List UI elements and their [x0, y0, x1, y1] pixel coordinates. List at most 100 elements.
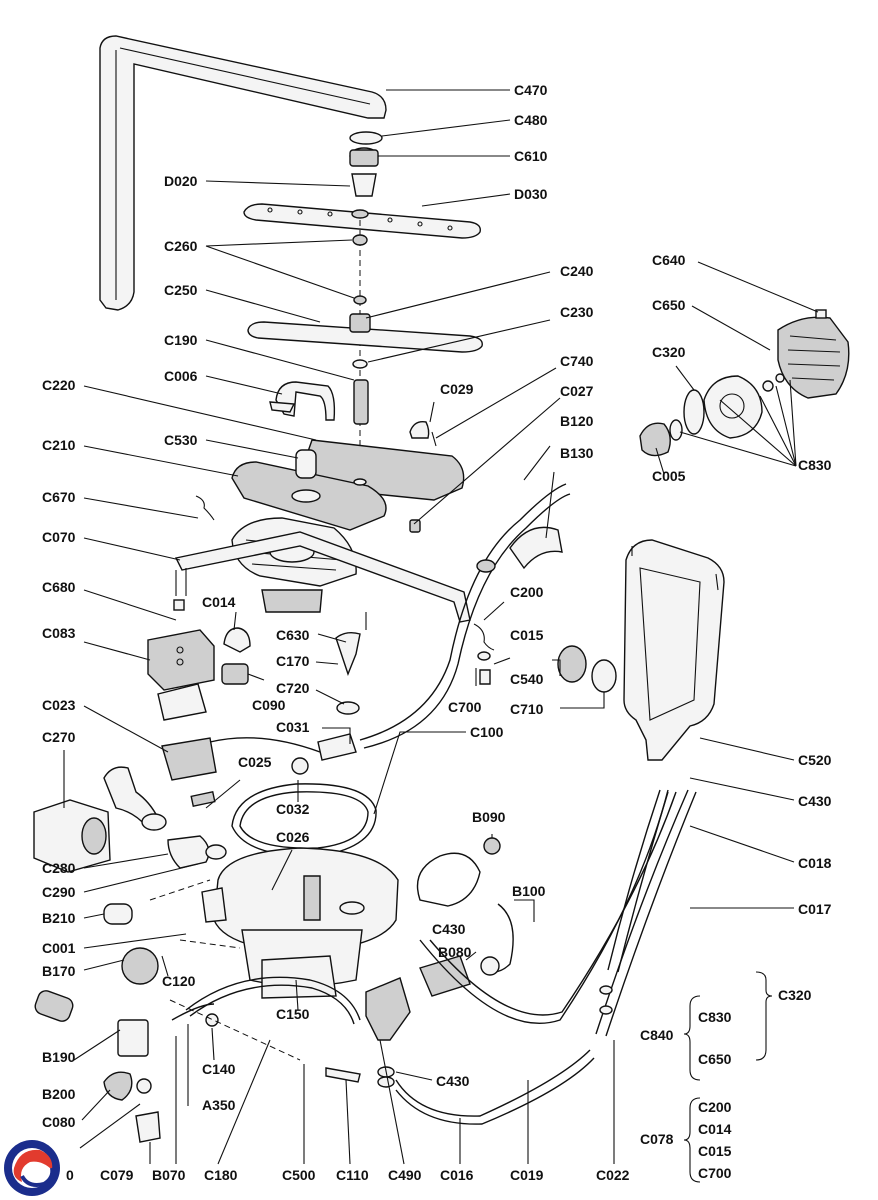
label-c100: C100 [470, 724, 504, 740]
label-c240: C240 [560, 263, 594, 279]
label-b210: B210 [42, 910, 76, 926]
label-c078: C078 [640, 1131, 674, 1147]
label-c650-brace: C650 [698, 1051, 732, 1067]
label-c700-brace: C700 [698, 1165, 732, 1181]
label-c260: C260 [164, 238, 198, 254]
heater-b090-part [416, 852, 481, 907]
label-c014: C014 [202, 594, 236, 610]
leader-lines [63, 89, 819, 1165]
label-d030: D030 [514, 186, 548, 202]
brace-c078 [683, 1097, 701, 1183]
label-c270: C270 [42, 729, 76, 745]
label-c720: C720 [276, 680, 310, 696]
label-c005: C005 [652, 468, 686, 484]
hook-c200-part [473, 623, 495, 651]
label-c017: C017 [798, 901, 832, 917]
screw-c640-part [815, 309, 827, 319]
heater-switch-c023-part [161, 737, 217, 781]
middle-spray-arm-part [247, 321, 483, 353]
label-c250: C250 [164, 282, 198, 298]
nut-c610-part [349, 149, 379, 167]
label-c430-mid: C430 [432, 921, 466, 937]
valve-c170-part [335, 631, 361, 677]
label-c630: C630 [276, 627, 310, 643]
sensor-b170-part [121, 947, 159, 985]
label-c610: C610 [514, 148, 548, 164]
label-c079: C079 [100, 1167, 134, 1183]
label-c180: C180 [204, 1167, 238, 1183]
brand-logo [4, 1140, 60, 1196]
ring-c032-part [291, 757, 309, 775]
label-c025: C025 [238, 754, 272, 770]
label-c840: C840 [640, 1027, 674, 1043]
label-c710: C710 [510, 701, 544, 717]
supply-arm-part [99, 35, 387, 311]
hub-d020-part [351, 173, 377, 197]
plug-c027-part [409, 519, 421, 533]
label-c018: C018 [798, 855, 832, 871]
label-c320-brace: C320 [778, 987, 812, 1003]
fan-c080-part [103, 1071, 133, 1101]
hose-c018-part [607, 789, 661, 971]
solenoid-b080-part [419, 955, 471, 997]
label-c320: C320 [652, 344, 686, 360]
label-c070: C070 [42, 529, 76, 545]
switch-c090-part [221, 663, 249, 685]
label-c680: C680 [42, 579, 76, 595]
capacitor-b190-part [34, 990, 74, 1022]
bracket-b130-part [509, 526, 563, 570]
label-a350: A350 [202, 1097, 236, 1113]
label-c540: C540 [510, 671, 544, 687]
label-d020: D020 [164, 173, 198, 189]
hose-c019-part [419, 789, 669, 1024]
label-b120: B120 [560, 413, 594, 429]
label-c027: C027 [560, 383, 594, 399]
screw-c015-part [479, 669, 491, 685]
hose-c016-part [395, 1049, 591, 1117]
motor-c650-part [777, 316, 850, 399]
terminal-c079-part [135, 1111, 161, 1143]
impeller-c005-part [639, 422, 671, 457]
label-c430-low: C430 [436, 1073, 470, 1089]
label-c220: C220 [42, 377, 76, 393]
label-c140: C140 [202, 1061, 236, 1077]
label-c290: C290 [42, 884, 76, 900]
label-c650: C650 [652, 297, 686, 313]
cover-c320-part [703, 375, 763, 439]
handle-c006-part [275, 381, 336, 421]
label-c230: C230 [560, 304, 594, 320]
label-b080: B080 [438, 944, 472, 960]
label-c470: C470 [514, 82, 548, 98]
brace-c840 [683, 995, 701, 1081]
label-c520: C520 [798, 752, 832, 768]
label-b100: B100 [512, 883, 546, 899]
label-c022: C022 [596, 1167, 630, 1183]
label-c006: C006 [164, 368, 198, 384]
label-c019: C019 [510, 1167, 544, 1183]
seal-c720-part [336, 701, 360, 715]
screw-c110-part [325, 1067, 361, 1083]
label-c280: C280 [42, 860, 76, 876]
label-c031: C031 [276, 719, 310, 735]
label-c029: C029 [440, 381, 474, 397]
label-c210: C210 [42, 437, 76, 453]
label-c023: C023 [42, 697, 76, 713]
ring-c480-part [349, 131, 383, 145]
label-c001: C001 [42, 940, 76, 956]
label-c026: C026 [276, 829, 310, 845]
relay-b200-part [117, 1019, 149, 1057]
label-c830: C830 [798, 457, 832, 473]
label-c032: C032 [276, 801, 310, 817]
screw-c740-part [431, 431, 437, 447]
label-c120: C120 [162, 973, 196, 989]
label-c110: C110 [336, 1167, 369, 1183]
label-c090: C090 [252, 697, 286, 713]
label-b070: B070 [152, 1167, 186, 1183]
pad-c025-part [190, 790, 216, 808]
label-c015: C015 [510, 627, 544, 643]
label-c490: C490 [388, 1167, 422, 1183]
seal-ring-c100-part [231, 783, 377, 857]
label-b170: B170 [42, 963, 76, 979]
drain-hose-b120-part [359, 483, 567, 741]
